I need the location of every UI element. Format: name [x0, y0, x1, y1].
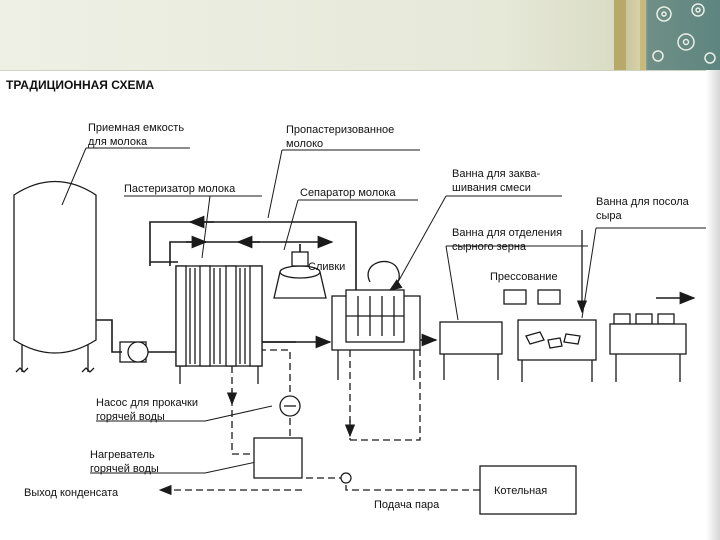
pressing-unit	[503, 289, 597, 382]
hot-water-pump	[279, 395, 301, 417]
steam-valve-icon	[340, 472, 352, 484]
water-heater	[253, 437, 303, 479]
svg-text:горячей воды: горячей воды	[90, 463, 159, 475]
receiving-tank-label: Приемная емкость для молока	[88, 122, 184, 148]
svg-text:Насос для прокачки: Насос для прокачки	[96, 397, 198, 409]
receiving-tank	[13, 180, 97, 373]
pasteurizer	[175, 265, 263, 384]
cream-label: Сливки	[308, 261, 345, 273]
salting-bath	[609, 313, 687, 382]
curd-bath-label: Ванна для отделения сырного зерна	[452, 227, 562, 253]
svg-text:Ванна для отделения: Ванна для отделения	[452, 227, 562, 239]
svg-text:горячей воды: горячей воды	[96, 411, 165, 423]
pasteurized-milk-label: Пропастеризованное молоко	[286, 124, 394, 150]
svg-text:Приемная емкость: Приемная емкость	[88, 122, 184, 134]
heater-label: Нагреватель горячей воды	[90, 449, 159, 475]
svg-text:молоко: молоко	[286, 138, 323, 150]
pasteurizer-label: Пастеризатор молока	[124, 183, 236, 195]
svg-text:для молока: для молока	[88, 136, 148, 148]
diagram-title: ТРАДИЦИОННАЯ СХЕМА	[6, 78, 154, 92]
svg-text:шивания смеси: шивания смеси	[452, 182, 531, 194]
banner-stripe-thin	[640, 0, 646, 70]
svg-text:Ванна для заква-: Ванна для заква-	[452, 168, 540, 180]
condensate-label: Выход конденсата	[24, 487, 119, 499]
svg-text:Пропастеризованное: Пропастеризованное	[286, 124, 394, 136]
page-edge-shadow	[706, 70, 720, 540]
fermentation-bath	[331, 289, 421, 380]
pressing-label: Прессование	[490, 271, 558, 283]
separator-label: Сепаратор молока	[300, 187, 396, 199]
svg-text:сыра: сыра	[596, 210, 623, 222]
svg-text:сырного зерна: сырного зерна	[452, 241, 527, 253]
milk-pump	[119, 341, 149, 363]
fermentation-bath-label: Ванна для заква- шивания смеси	[452, 168, 540, 194]
boiler-label: Котельная	[494, 485, 547, 497]
pump-label: Насос для прокачки горячей воды	[96, 397, 198, 423]
separator	[273, 251, 327, 299]
stirring-arrow-icon	[367, 260, 403, 291]
banner-divider	[0, 70, 720, 71]
slide-banner	[0, 0, 720, 70]
banner-stripe	[614, 0, 626, 70]
svg-text:Пастеризатор молока: Пастеризатор молока	[124, 183, 236, 195]
salting-bath-label: Ванна для посола сыра	[596, 196, 690, 222]
steam-supply-label: Подача пара	[374, 499, 440, 511]
svg-text:Нагреватель: Нагреватель	[90, 449, 155, 461]
svg-text:Ванна для посола: Ванна для посола	[596, 196, 690, 208]
curd-bath	[439, 321, 503, 380]
steam-line	[302, 477, 480, 491]
flower-ornament-icon	[652, 3, 716, 64]
